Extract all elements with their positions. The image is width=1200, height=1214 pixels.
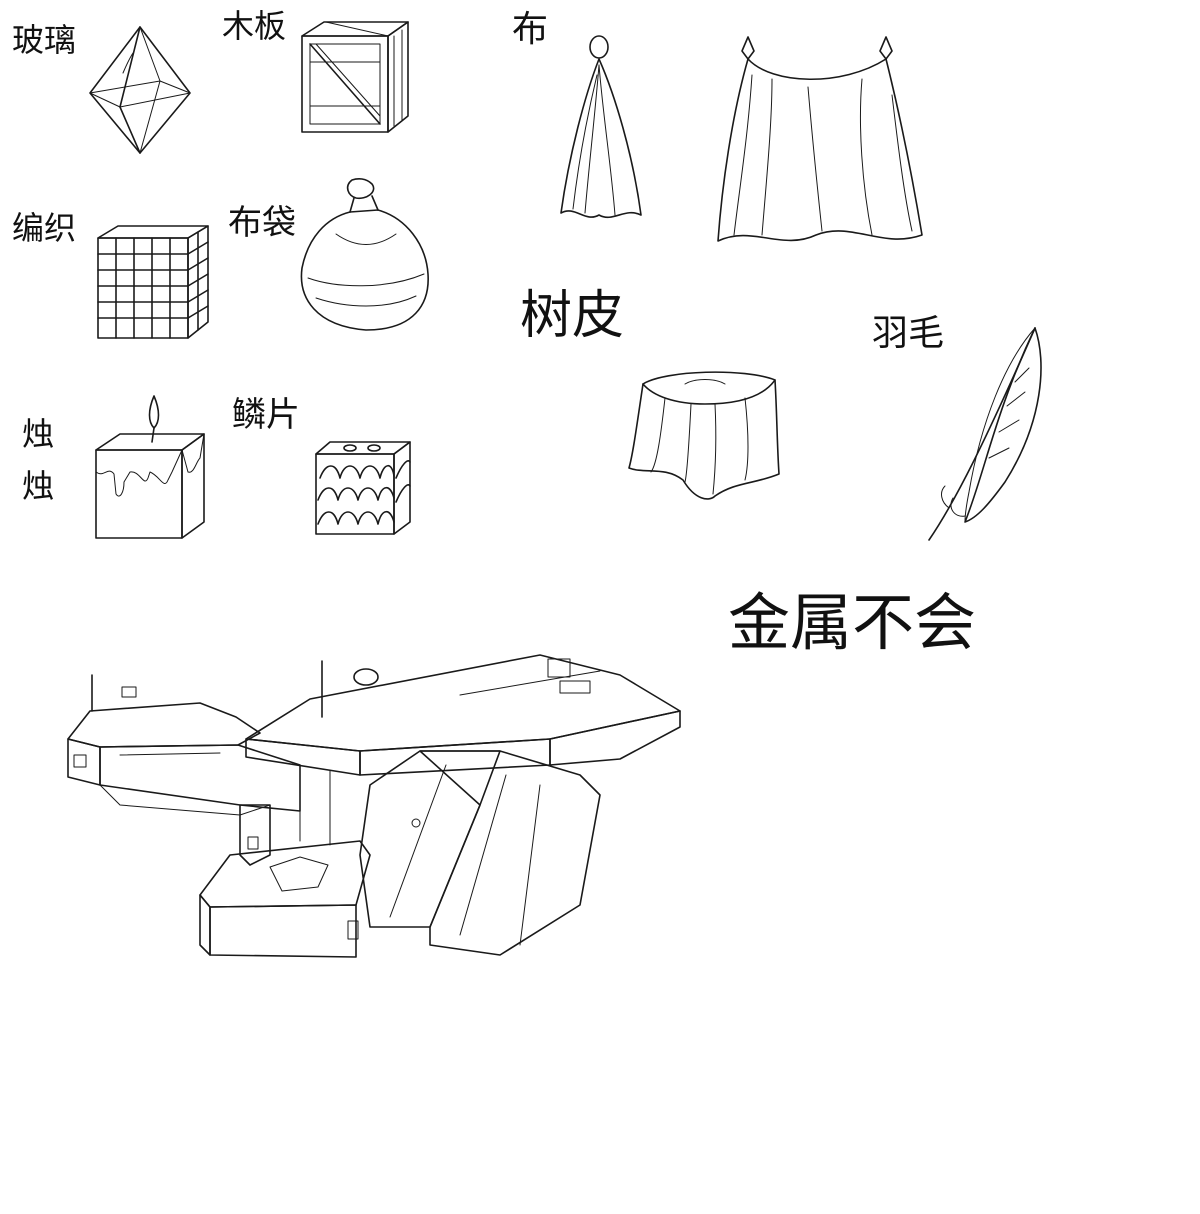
label-weave: 编织 xyxy=(12,209,77,247)
bark-stump-sketch xyxy=(628,371,780,500)
label-wood-board: 木板 xyxy=(222,7,287,45)
label-scales: 鳞片 xyxy=(232,395,300,435)
wooden-crate-sketch xyxy=(301,21,409,133)
scales-cube-sketch xyxy=(315,441,411,535)
candle-sketch xyxy=(95,395,205,539)
cloth-hanging-small-sketch xyxy=(560,35,642,219)
label-bark: 树皮 xyxy=(520,286,625,346)
cloth-bag-sketch xyxy=(300,178,429,331)
woven-basket-sketch xyxy=(97,225,209,339)
feather-sketch xyxy=(928,327,1042,541)
glass-crystal-sketch xyxy=(89,26,191,154)
label-cloth: 布 xyxy=(512,9,549,50)
label-cloth-bag: 布袋 xyxy=(228,203,296,243)
metal-structure-sketch xyxy=(67,654,681,958)
cloth-hanging-large-sketch xyxy=(717,36,923,242)
label-glass: 玻璃 xyxy=(12,21,77,59)
label-candle-top: 烛 xyxy=(22,415,55,453)
label-metal-note: 金属不会 xyxy=(728,586,977,659)
label-feather: 羽毛 xyxy=(872,313,945,354)
label-candle-bottom: 烛 xyxy=(22,467,55,505)
